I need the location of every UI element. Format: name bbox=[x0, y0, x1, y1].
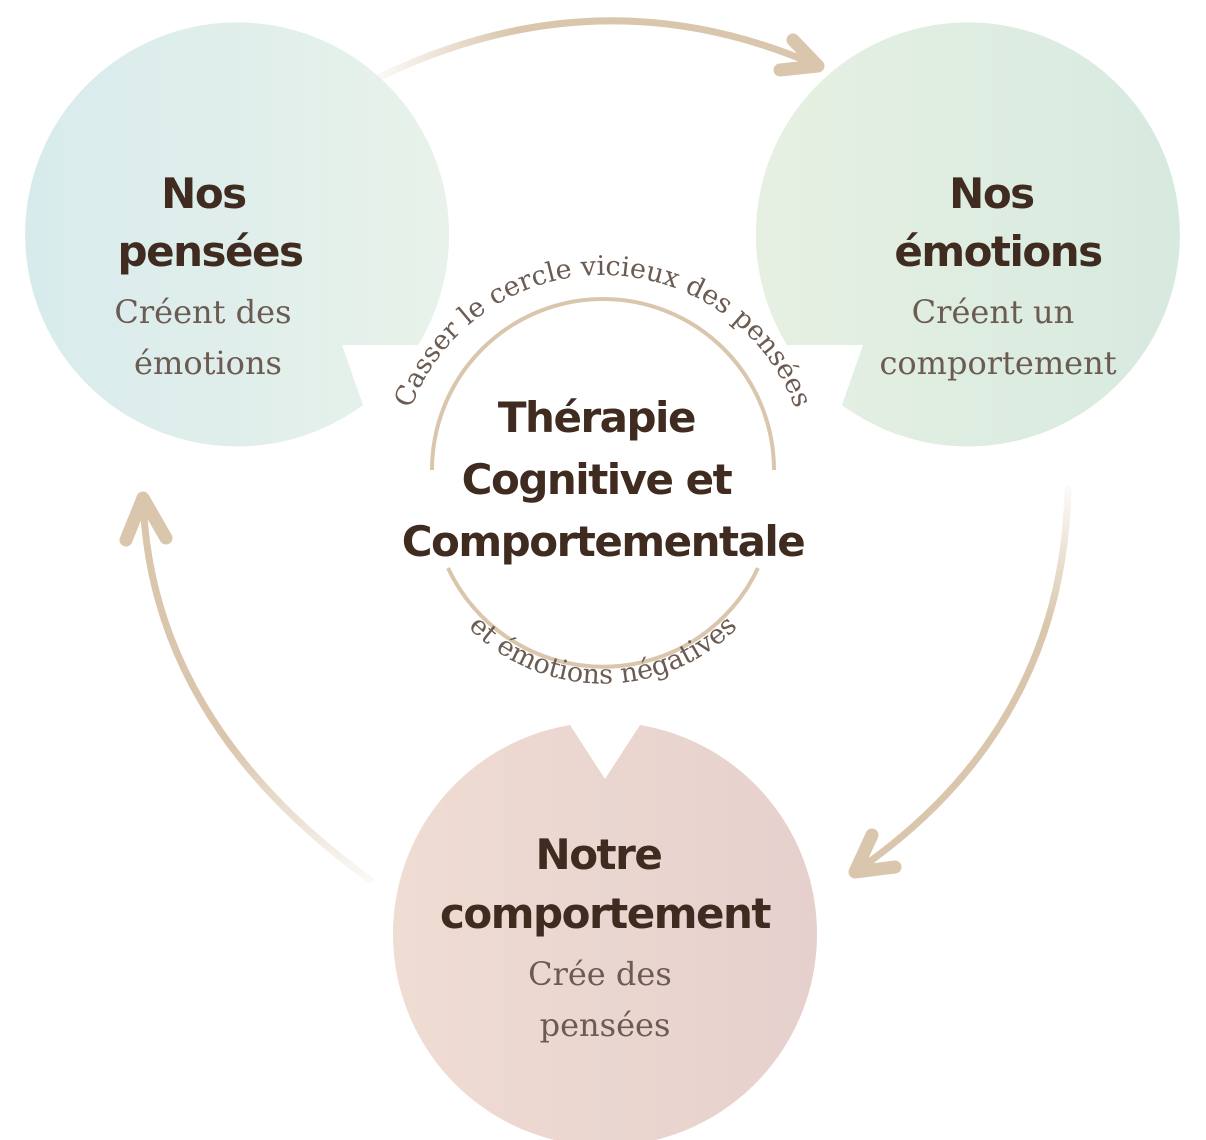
node-thoughts-title-line2: pensées bbox=[118, 227, 303, 276]
center-title-line1: Thérapie bbox=[498, 393, 695, 442]
node-emotions: Nos émotions Créent un comportement bbox=[755, 22, 1180, 447]
node-thoughts-subtitle-line2: émotions bbox=[134, 344, 282, 382]
svg-text:Créent un comportement: Créent un comportement bbox=[879, 293, 1116, 382]
arrow-shaft-icon bbox=[139, 494, 374, 884]
arrow-shaft-icon bbox=[851, 486, 1072, 876]
svg-text:Notre comportement: Notre comportement bbox=[440, 830, 771, 938]
arrowhead-icon bbox=[119, 491, 173, 547]
node-emotions-title-line2: émotions bbox=[894, 227, 1102, 276]
node-emotions-bubble bbox=[755, 22, 1180, 447]
center-ring-top bbox=[430, 297, 776, 471]
node-behavior-title-line1: Notre bbox=[536, 830, 662, 879]
node-emotions-subtitle-line1: Créent un bbox=[912, 293, 1075, 331]
center-title-line2: Cognitive et bbox=[462, 455, 733, 504]
node-emotions-subtitle-line2: comportement bbox=[879, 344, 1116, 382]
arrow-behavior-to-thoughts bbox=[119, 491, 374, 884]
node-behavior-title-line2: comportement bbox=[440, 889, 771, 938]
center-badge: Thérapie Cognitive et Comportementale Ca… bbox=[388, 251, 817, 691]
node-behavior-subtitle-line2: pensées bbox=[540, 1006, 671, 1044]
arrowhead-icon bbox=[773, 33, 825, 77]
node-behavior: Notre comportement Crée des pensées bbox=[393, 725, 817, 1140]
node-behavior-bubble bbox=[393, 725, 817, 1140]
node-thoughts-bubble bbox=[25, 22, 450, 447]
center-arc-bottom-text: et émotions négatives bbox=[463, 610, 743, 691]
node-thoughts-subtitle-line1: Créent des bbox=[114, 293, 291, 331]
arrow-shaft-icon bbox=[374, 17, 822, 82]
arrow-thoughts-to-emotions bbox=[374, 17, 825, 82]
arrowhead-icon bbox=[848, 828, 902, 879]
center-ring-bottom bbox=[446, 567, 760, 669]
node-behavior-subtitle-line1: Crée des bbox=[528, 955, 672, 993]
center-title-line3: Comportementale bbox=[402, 517, 805, 566]
svg-text:Crée des pensées: Crée des pensées bbox=[528, 955, 682, 1044]
node-emotions-title-line1: Nos bbox=[949, 169, 1034, 218]
svg-text:Nos pensées: Nos pensées bbox=[118, 169, 303, 276]
node-thoughts-title-line1: Nos bbox=[161, 169, 246, 218]
svg-text:Créent des émotions: Créent des émotions bbox=[114, 293, 301, 382]
svg-text:Thérapie Cognitive et: Thérapie Cognitive et Comportementale bbox=[402, 393, 805, 566]
arrow-emotions-to-behavior bbox=[848, 486, 1072, 879]
cycle-arrows bbox=[119, 17, 1072, 884]
svg-text:Nos émotions: Nos émotions bbox=[894, 169, 1102, 276]
node-thoughts: Nos pensées Créent des émotions bbox=[25, 22, 450, 447]
